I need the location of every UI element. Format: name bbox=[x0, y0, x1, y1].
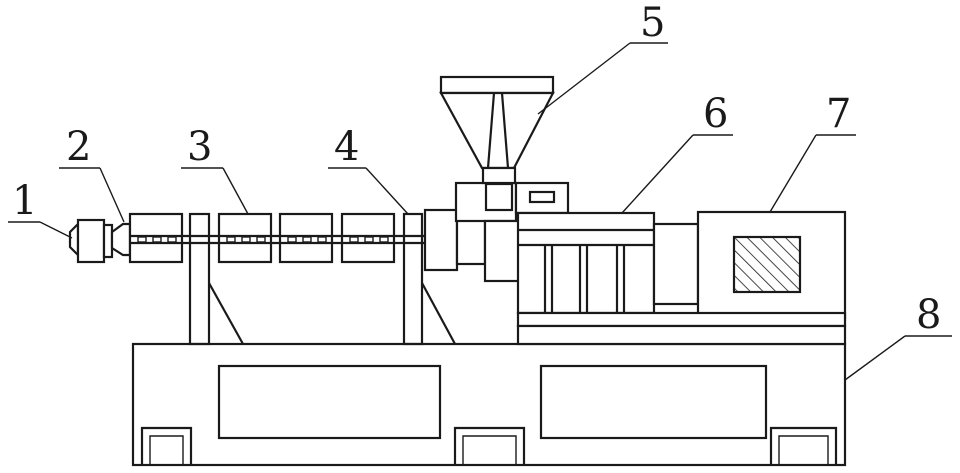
motor bbox=[696, 210, 847, 320]
hopper-rim bbox=[439, 75, 555, 95]
heater-band bbox=[278, 212, 334, 264]
die-connector bbox=[110, 222, 132, 257]
label-8: 8 bbox=[916, 292, 941, 338]
foot-right bbox=[769, 426, 838, 465]
feed-hopper bbox=[439, 75, 555, 170]
label-7: 7 bbox=[826, 91, 851, 137]
support-legs bbox=[188, 212, 456, 346]
leader-lines bbox=[8, 42, 952, 381]
heater-band bbox=[128, 212, 184, 264]
hopper-funnel bbox=[439, 91, 555, 170]
foot-left bbox=[140, 426, 193, 465]
leg-left bbox=[188, 212, 211, 346]
base-frame bbox=[131, 342, 847, 467]
heater-bands bbox=[128, 212, 396, 264]
base-window-right bbox=[539, 364, 768, 440]
heater-band bbox=[217, 212, 273, 264]
label-4: 4 bbox=[334, 124, 359, 170]
brace-middle bbox=[421, 282, 456, 345]
label-6: 6 bbox=[703, 91, 728, 137]
feed-throat bbox=[454, 166, 570, 283]
base-window-left bbox=[217, 364, 442, 440]
gearbox bbox=[516, 211, 700, 315]
barrel-flange bbox=[423, 208, 487, 272]
brace-left bbox=[208, 282, 244, 345]
platform bbox=[516, 311, 847, 346]
label-2: 2 bbox=[66, 124, 91, 170]
leg-middle bbox=[402, 212, 424, 346]
die-head bbox=[68, 218, 114, 264]
motor-vent-hatch bbox=[732, 235, 802, 294]
heater-band bbox=[340, 212, 396, 264]
foot-middle bbox=[453, 426, 526, 465]
label-5: 5 bbox=[640, 0, 665, 46]
label-3: 3 bbox=[187, 124, 212, 170]
label-1: 1 bbox=[12, 178, 37, 224]
